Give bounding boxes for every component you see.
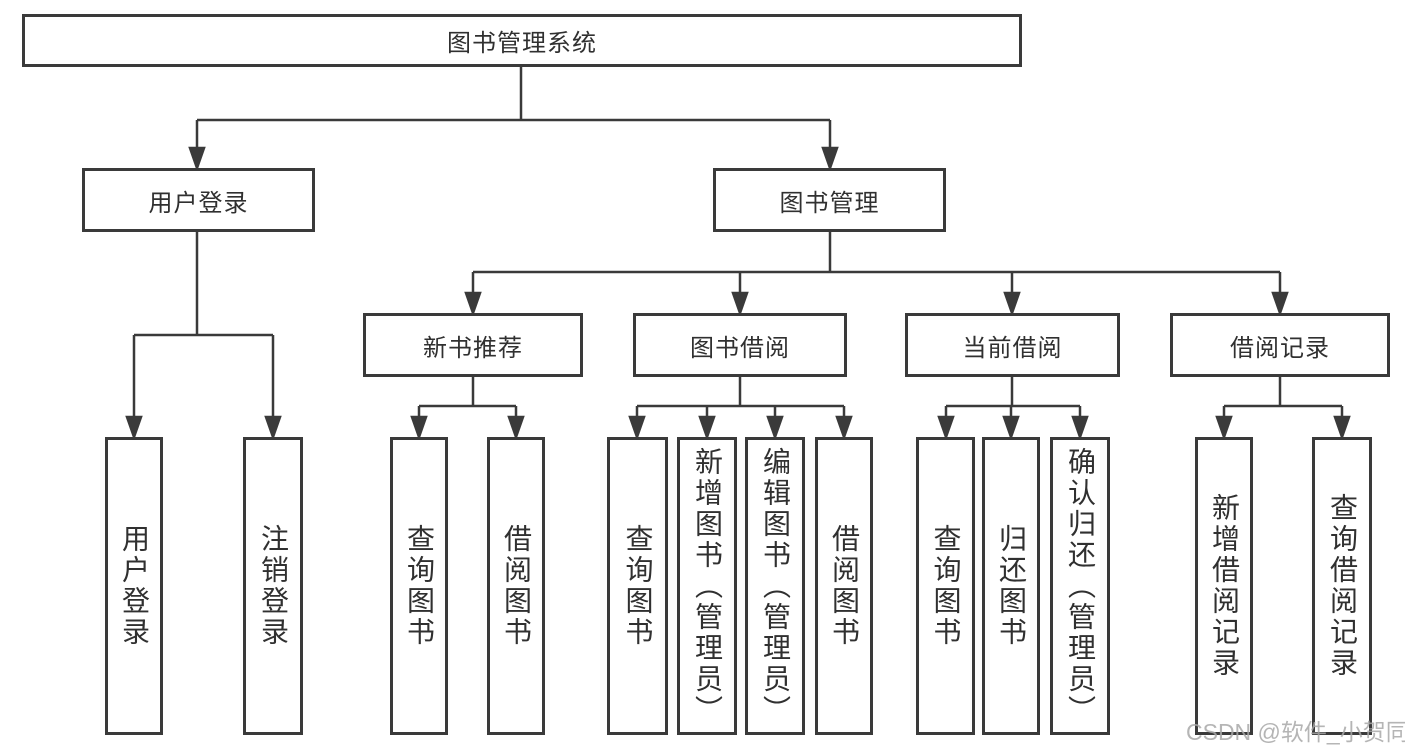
node-library-system: 图书管理系统 [22, 14, 1022, 67]
leaf-borrow-add-books-admin: 新增图书（管理员） [677, 437, 737, 735]
leaf-borrow-edit-books-admin: 编辑图书（管理员） [745, 437, 805, 735]
leaf-label: 注销登录 [258, 524, 289, 648]
node-borrow-records: 借阅记录 [1170, 313, 1390, 377]
leaf-current-confirm-return-admin: 确认归还（管理员） [1050, 437, 1110, 735]
node-book-borrowing: 图书借阅 [633, 313, 847, 377]
node-label: 借阅记录 [1230, 334, 1330, 362]
node-new-book-recommend: 新书推荐 [363, 313, 583, 377]
node-current-borrowing: 当前借阅 [905, 313, 1120, 377]
leaf-label: 用户登录 [119, 524, 150, 648]
node-user-login: 用户登录 [82, 168, 315, 232]
leaf-newbook-query-books: 查询图书 [390, 437, 448, 735]
leaf-current-return-books: 归还图书 [982, 437, 1040, 735]
leaf-label: 查询图书 [622, 524, 654, 648]
node-label: 图书管理 [779, 189, 880, 217]
node-book-management: 图书管理 [713, 168, 946, 232]
leaf-label: 编辑图书（管理员） [760, 446, 791, 726]
leaf-newbook-borrow-books: 借阅图书 [487, 437, 545, 735]
leaf-label: 归还图书 [996, 524, 1027, 648]
leaf-records-add-record: 新增借阅记录 [1195, 437, 1253, 735]
leaf-label: 查询图书 [404, 524, 435, 648]
leaf-label: 借阅图书 [501, 524, 532, 648]
leaf-borrow-borrow-books: 借阅图书 [815, 437, 873, 735]
leaf-logout: 注销登录 [243, 437, 303, 735]
leaf-borrow-query-books: 查询图书 [607, 437, 668, 735]
node-label: 用户登录 [148, 189, 249, 217]
leaf-user-login: 用户登录 [105, 437, 163, 735]
csdn-watermark: CSDN @软件_小贺同学 [1186, 719, 1405, 745]
leaf-records-query-record: 查询借阅记录 [1312, 437, 1372, 735]
leaf-label: 查询图书 [930, 524, 962, 648]
node-label: 新书推荐 [423, 334, 523, 362]
node-label: 图书借阅 [690, 334, 790, 362]
node-label: 当前借阅 [962, 334, 1063, 362]
leaf-label: 新增借阅记录 [1209, 493, 1240, 679]
leaf-label: 查询借阅记录 [1327, 493, 1358, 679]
leaf-label: 新增图书（管理员） [692, 446, 723, 726]
leaf-label: 确认归还（管理员） [1065, 446, 1096, 726]
node-label: 图书管理系统 [447, 30, 597, 57]
leaf-current-query-books: 查询图书 [916, 437, 975, 735]
leaf-label: 借阅图书 [829, 524, 860, 648]
